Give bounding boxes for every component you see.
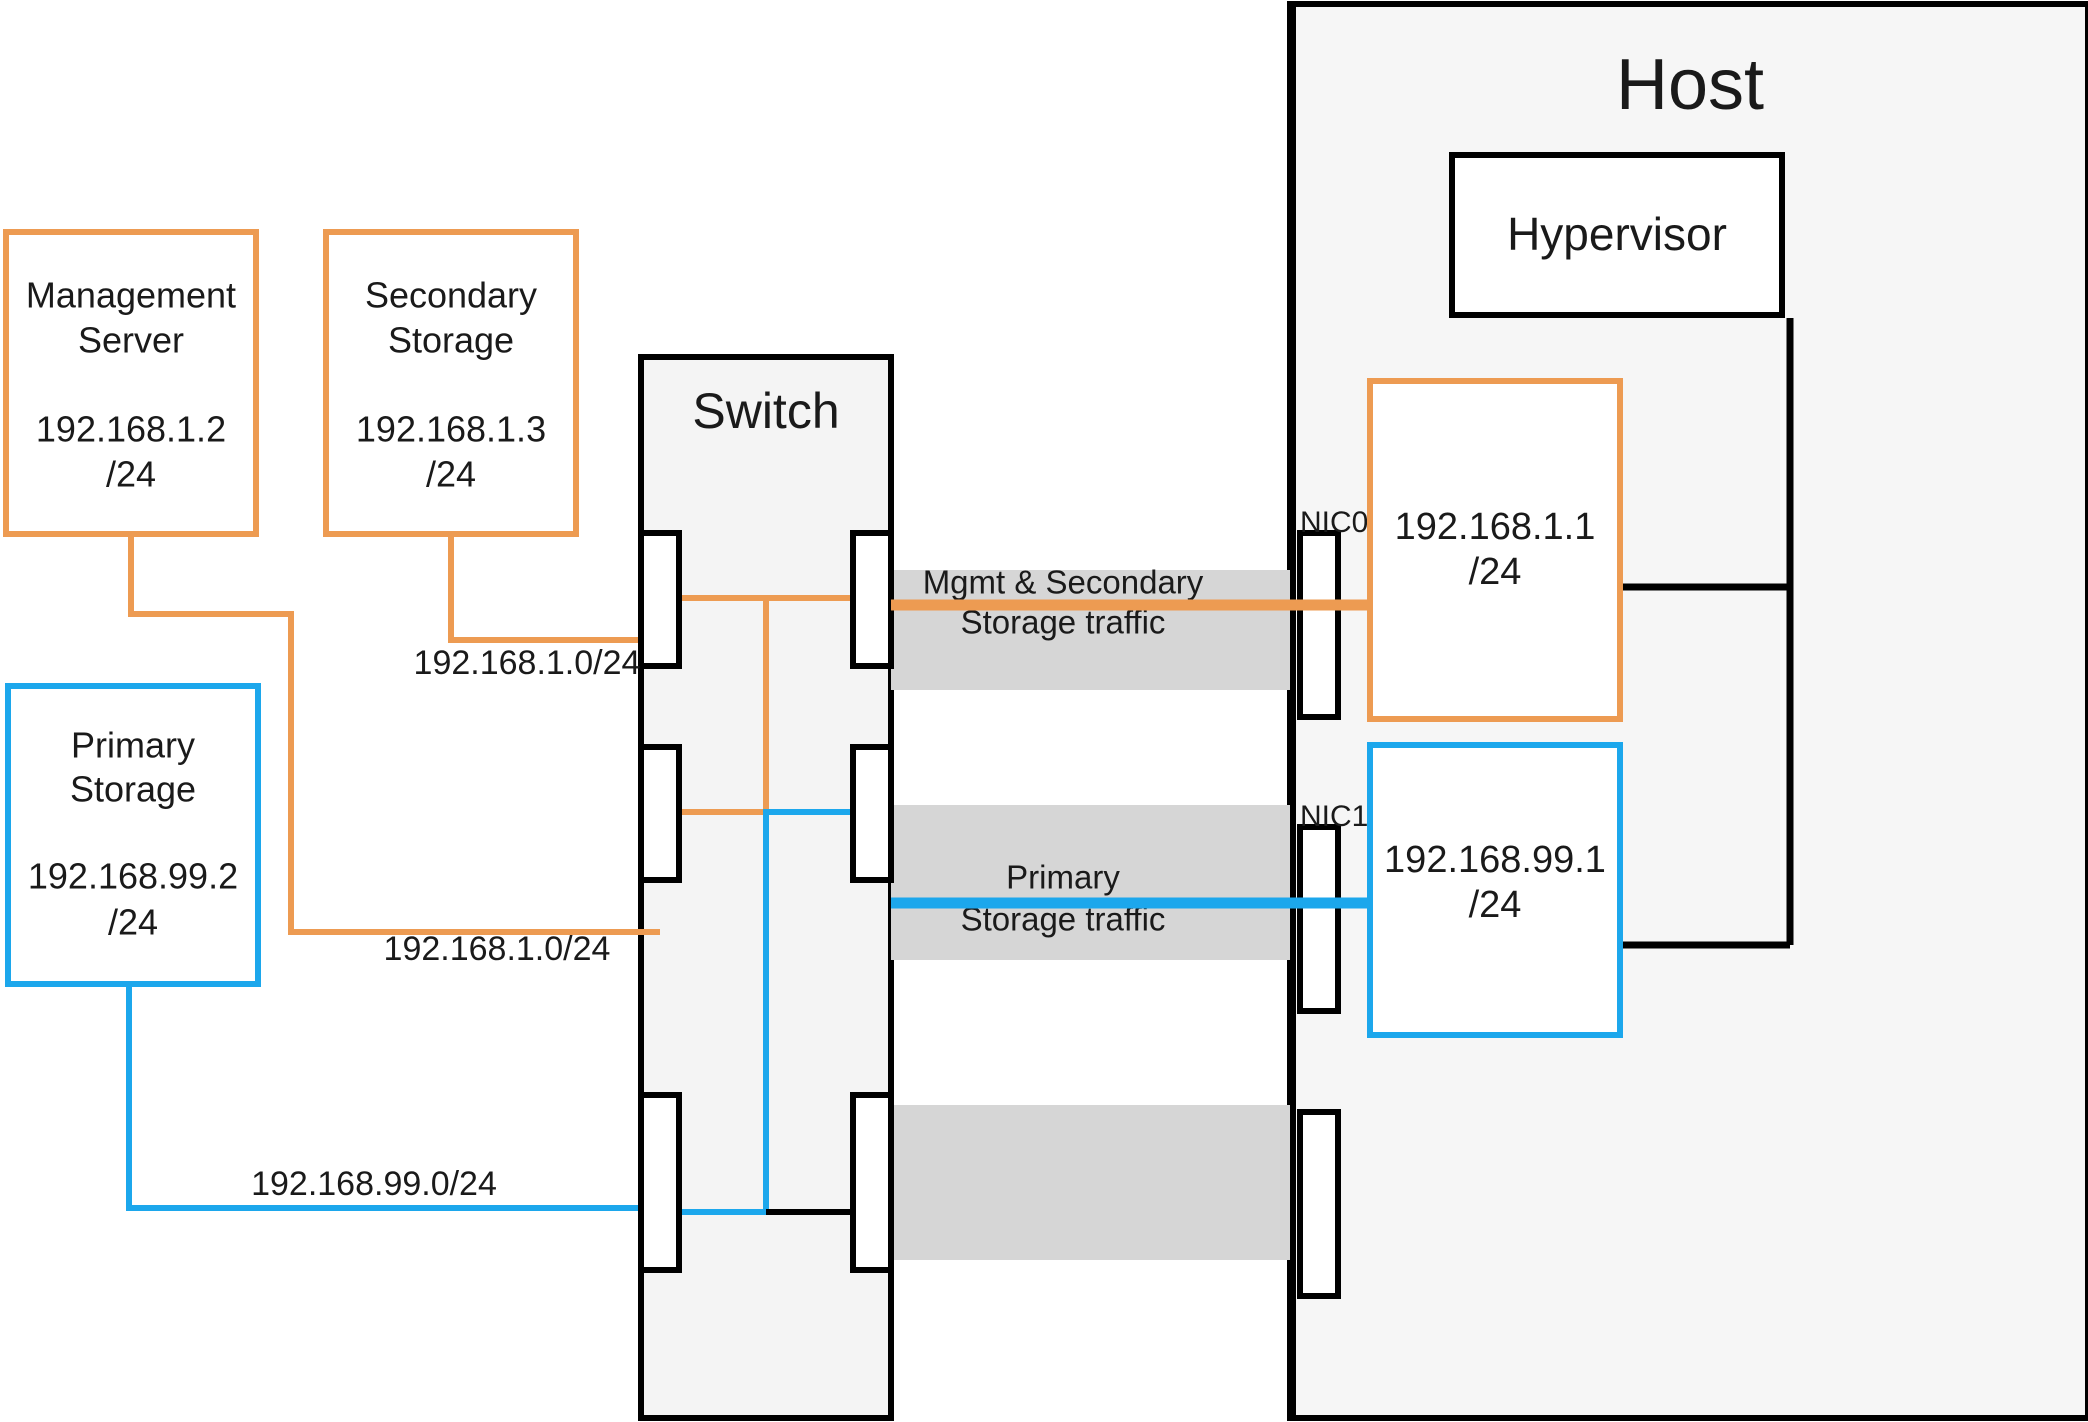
subnet-label-primary: 192.168.99.0/24 <box>251 1165 497 1203</box>
secondary-storage-box[interactable] <box>323 229 579 537</box>
host-nic2-port[interactable] <box>1297 1109 1341 1299</box>
wire-secondary-storage-to-switch <box>448 534 660 643</box>
traffic-band-mgmt-rect <box>891 570 1290 690</box>
band-mgmt-line1: Mgmt & Secondary <box>923 564 1204 601</box>
secondary-storage-name-line1: Secondary <box>365 275 537 316</box>
nic0-prefix: /24 <box>1469 551 1522 593</box>
host-title: Host <box>1616 45 1764 125</box>
switch-port-left-3[interactable] <box>638 1092 682 1273</box>
management-server-ip: 192.168.1.2 <box>36 409 226 450</box>
nic1-prefix: /24 <box>1469 884 1522 926</box>
management-server-prefix: /24 <box>106 454 156 495</box>
switch-port-right-1[interactable] <box>850 530 894 669</box>
nic1-ip: 192.168.99.1 <box>1384 839 1606 881</box>
nic0-label: NIC0 <box>1300 506 1368 539</box>
management-server-name-line1: Management <box>26 275 236 316</box>
wire-mgmt-server-to-switch <box>128 534 660 935</box>
nic1-label: NIC1 <box>1300 800 1368 833</box>
subnet-label-mgmt-lower: 192.168.1.0/24 <box>384 930 611 968</box>
nic1-ip-box[interactable] <box>1367 742 1623 1038</box>
switch-port-right-3[interactable] <box>850 1092 894 1273</box>
switch-internal-orange-trunk <box>670 595 769 815</box>
traffic-band-primary-rect <box>891 805 1290 960</box>
secondary-storage-ip: 192.168.1.3 <box>356 409 546 450</box>
nic0-ip-box[interactable] <box>1367 378 1623 722</box>
switch-port-right-2[interactable] <box>850 744 894 883</box>
secondary-storage-prefix: /24 <box>426 454 476 495</box>
traffic-band-third-rect <box>891 1105 1290 1260</box>
wire-primary-storage-to-switch <box>126 984 660 1211</box>
secondary-storage-name-line2: Storage <box>388 320 514 361</box>
nic0-ip: 192.168.1.1 <box>1395 506 1596 548</box>
switch-port-left-2[interactable] <box>638 744 682 883</box>
switch-internal-blue-trunk <box>670 809 866 1215</box>
host-nic1-port[interactable] <box>1297 824 1341 1014</box>
hypervisor-title: Hypervisor <box>1507 208 1727 260</box>
management-server-box[interactable] <box>3 229 259 537</box>
primary-storage-prefix: /24 <box>108 902 158 943</box>
switch-port-left-1[interactable] <box>638 530 682 669</box>
subnet-label-mgmt-upper: 192.168.1.0/24 <box>414 644 641 682</box>
primary-storage-box[interactable] <box>5 683 261 987</box>
management-server-name-line2: Server <box>78 320 184 361</box>
primary-storage-ip: 192.168.99.2 <box>28 856 238 897</box>
primary-storage-name-line2: Storage <box>70 769 196 810</box>
host-nic0-port[interactable] <box>1297 530 1341 720</box>
primary-storage-name-line1: Primary <box>71 725 195 766</box>
band-primary-line1: Primary <box>1006 859 1120 896</box>
hypervisor-box <box>1449 152 1785 318</box>
switch-title: Switch <box>692 383 839 439</box>
